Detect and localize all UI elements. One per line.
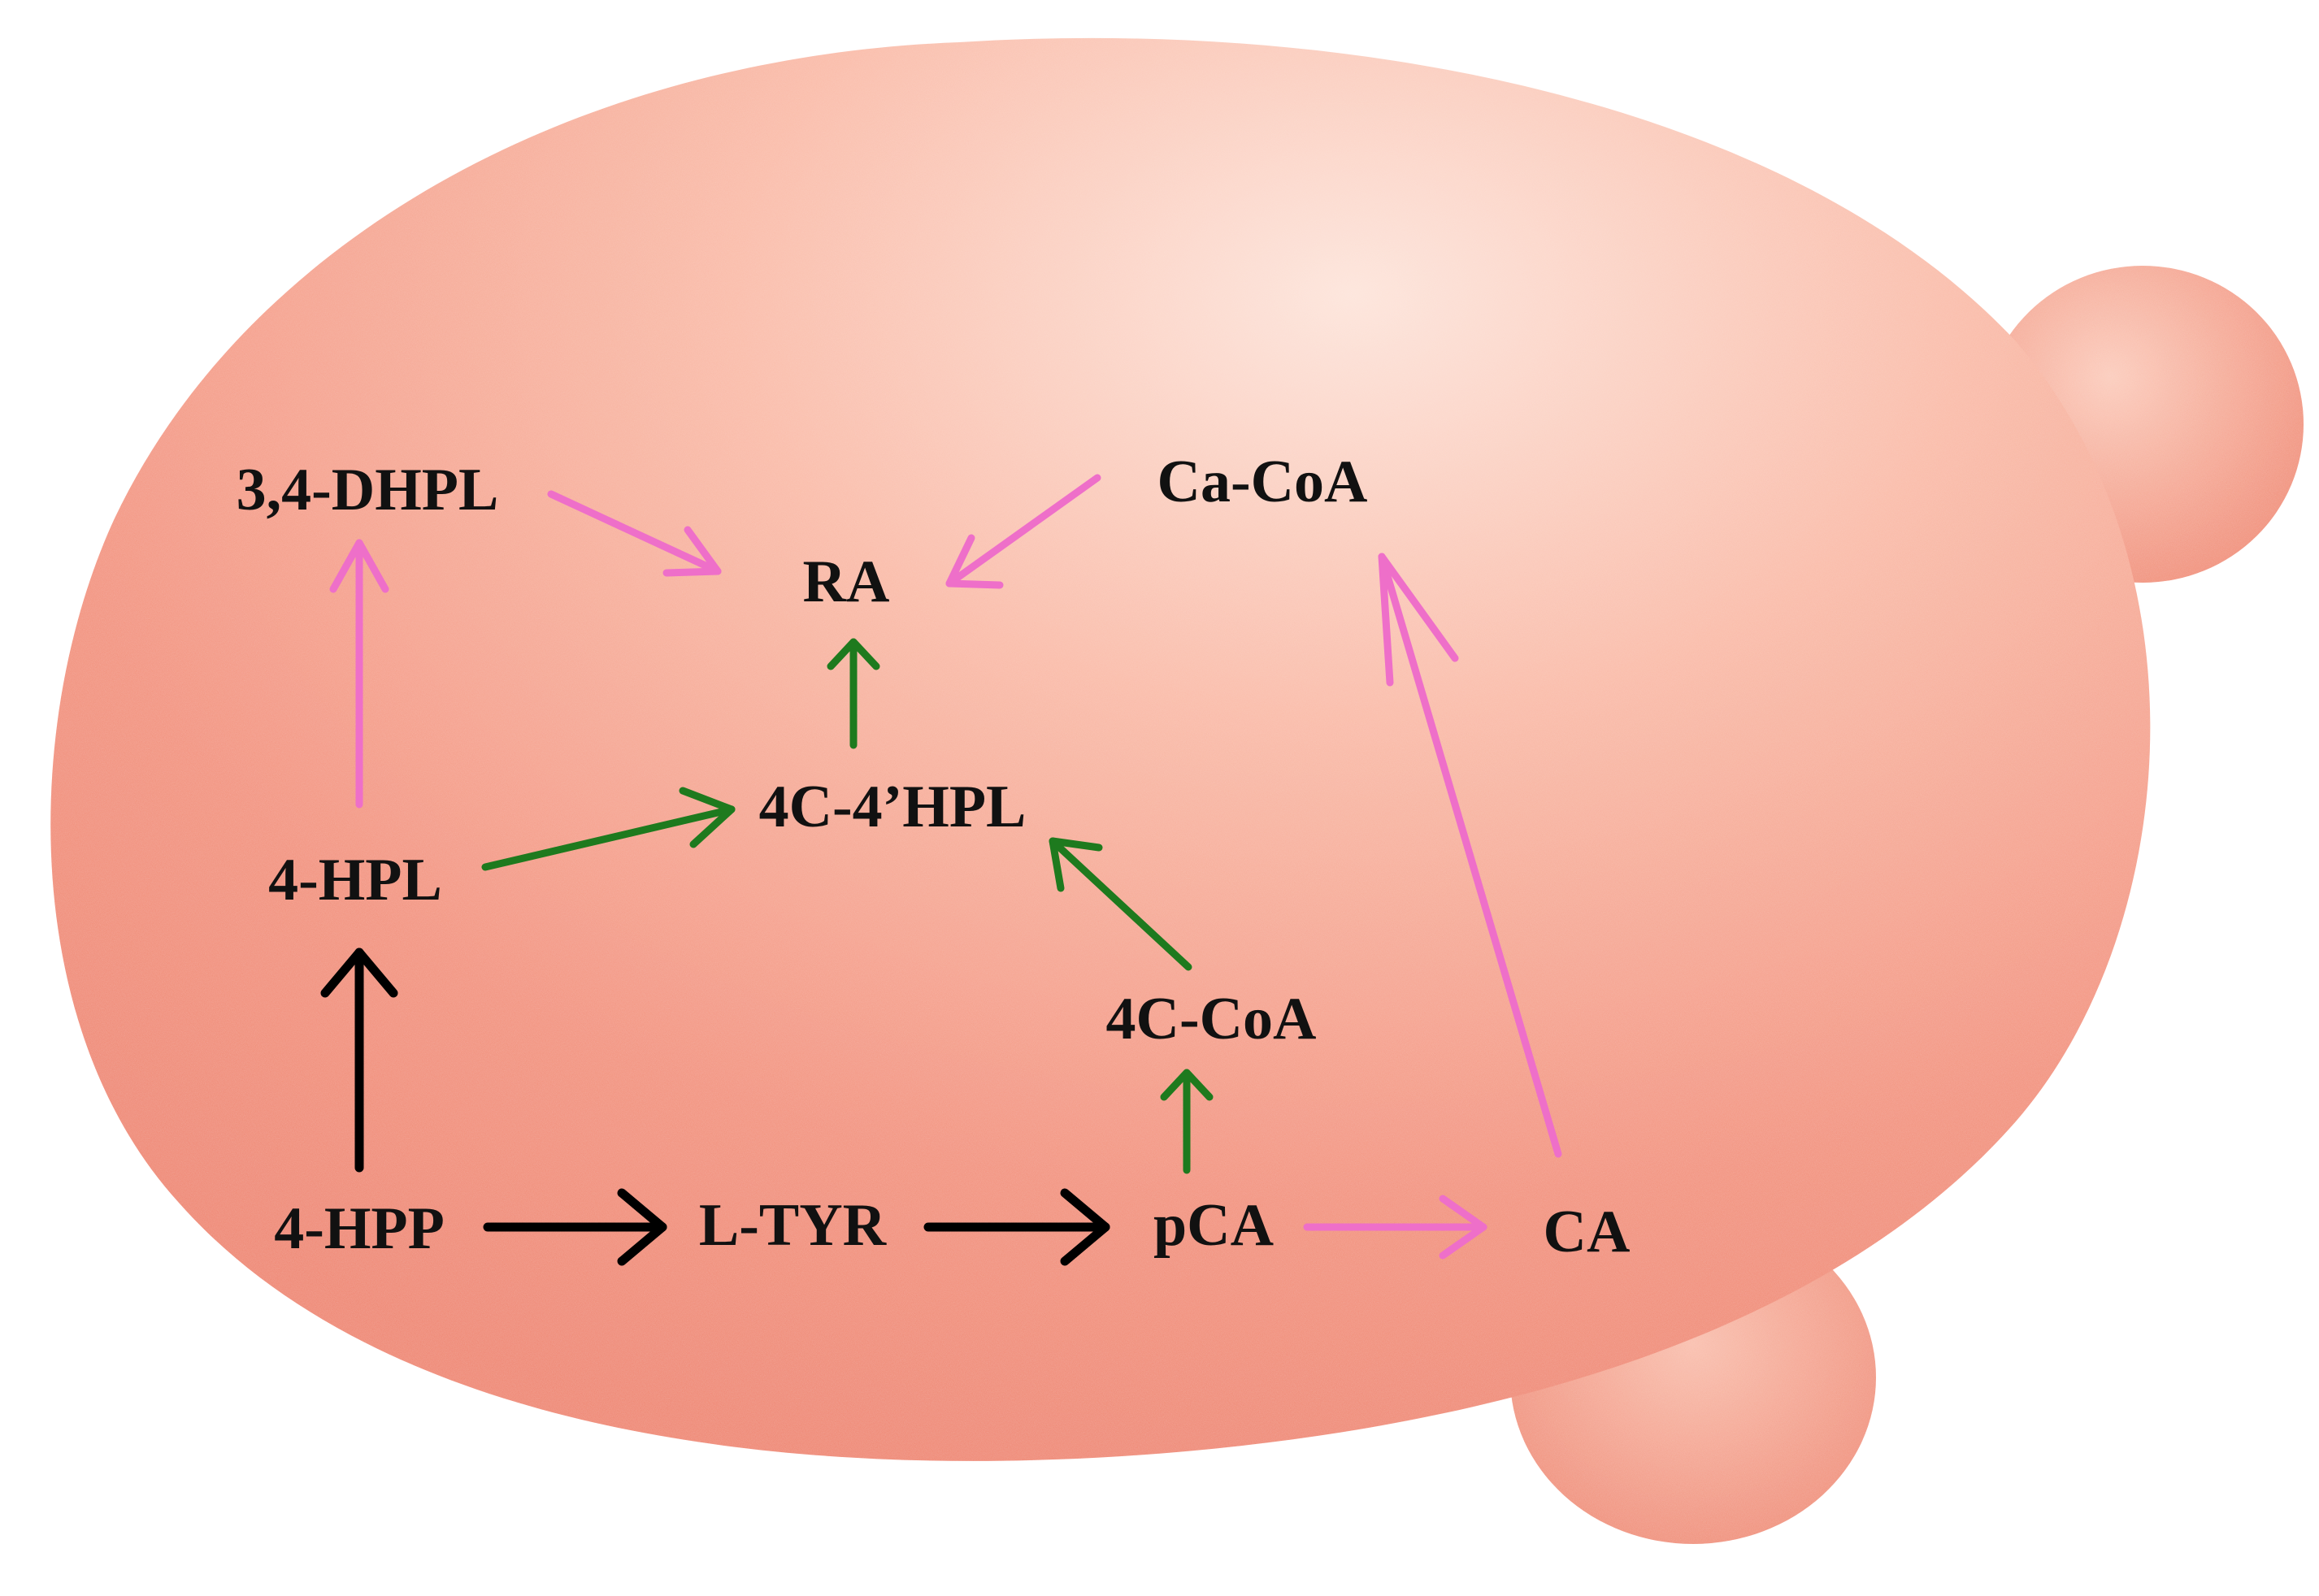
arrow-c4coa-to-c4hpl: [1049, 837, 1192, 971]
arrow-dhpl-to-ra: [547, 490, 722, 577]
yeast-cell: [50, 37, 2151, 1461]
arrow-hpp-to-hpl: [320, 948, 398, 1173]
green-pathway-arrows: [481, 638, 1214, 1174]
node-hpl: 4-HPL: [268, 847, 442, 913]
arrow-hpl-to-dhpl: [329, 539, 389, 809]
arrow-pca-to-ca: [1303, 1195, 1487, 1260]
node-ca: CA: [1544, 1199, 1631, 1265]
arrow-ltyr-to-pca: [923, 1188, 1110, 1266]
node-pca: pCA: [1153, 1192, 1274, 1259]
node-c4hpl: 4C-4’HPL: [759, 774, 1027, 840]
node-cacoa: Ca-CoA: [1157, 449, 1368, 515]
arrow-c4hpl-to-ra: [827, 638, 880, 749]
node-ltyr: L-TYR: [699, 1192, 888, 1259]
node-hpp: 4-HPP: [274, 1195, 445, 1262]
node-ra: RA: [803, 549, 890, 615]
node-dhpl: 3,4-DHPL: [237, 457, 499, 523]
arrow-cacoa-to-ra: [945, 474, 1101, 589]
arrow-pca-to-c4coa: [1160, 1069, 1214, 1174]
node-labels: 3,4-DHPL Ca-CoA RA 4C-4’HPL 4-HPL 4C-CoA…: [237, 449, 1631, 1265]
arrow-hpl-to-c4hpl: [481, 787, 736, 871]
arrow-ca-to-cacoa: [1378, 553, 1562, 1158]
pink-pathway-arrows: [329, 474, 1562, 1260]
arrow-hpp-to-ltyr: [483, 1188, 667, 1266]
node-c4coa: 4C-CoA: [1106, 986, 1317, 1052]
native-pathway-arrows: [320, 948, 1110, 1266]
